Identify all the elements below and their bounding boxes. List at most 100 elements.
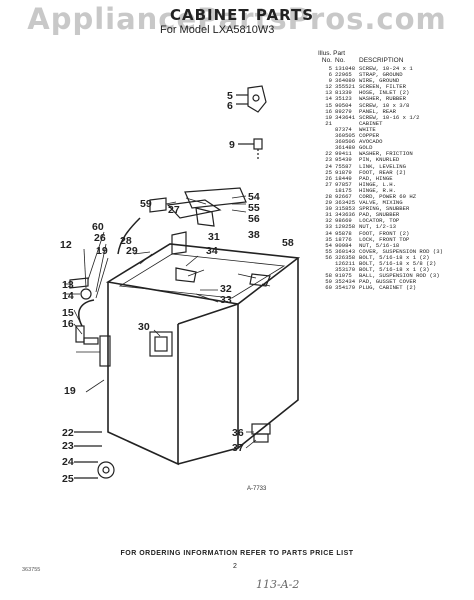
row-no: 24 [325, 162, 332, 170]
callout-23: 23 [62, 440, 74, 452]
row-part-no: 131048 [335, 65, 356, 72]
ground-strap-part [236, 85, 267, 113]
row-part-no: 360506 [335, 138, 356, 146]
callout-60: 60 [92, 221, 104, 233]
row-no: 59 [325, 278, 332, 286]
row-no: 6 [328, 71, 332, 79]
row-no: 33 [325, 223, 332, 231]
row-no: 55 [325, 247, 332, 255]
row-description: CABINET [359, 120, 383, 127]
row-description: HINGE, L.H. [359, 181, 396, 188]
row-description: SCREEN, FILTER [359, 84, 406, 91]
row-no: 23 [325, 156, 332, 164]
row-part-no: 18175 [335, 186, 352, 194]
row-description: LOCK, FRONT TOP [359, 236, 410, 243]
row-part-no: 360143 [335, 247, 356, 255]
callout-14: 14 [62, 290, 74, 302]
row-description: PAD, SNUBBER [359, 212, 400, 219]
row-description: SCREW, 10-16 x 1/2 [359, 114, 420, 121]
ordering-footer: FOR ORDERING INFORMATION REFER TO PARTS … [120, 550, 354, 557]
callout-56: 56 [248, 213, 260, 225]
row-description: HINGE, R.H. [359, 187, 396, 194]
row-part-no: 81339 [335, 89, 352, 97]
callout-59: 59 [140, 198, 152, 210]
row-part-no: 95878 [335, 229, 352, 237]
row-no: 29 [325, 199, 332, 207]
row-part-no: 352434 [335, 278, 356, 286]
row-no: 15 [325, 101, 332, 109]
row-no: 9 [328, 77, 332, 85]
header-no: No. [321, 57, 332, 64]
callout-37: 37 [232, 442, 244, 454]
row-part-no: 91075 [335, 272, 352, 280]
row-part-no: 354179 [335, 284, 356, 292]
row-description: CORD, POWER 60 HZ [359, 193, 417, 200]
row-description: FOOT, FRONT (2) [359, 230, 410, 237]
header-part-no: No. [335, 57, 346, 64]
row-part-no: 98669 [335, 217, 352, 225]
row-description: WHITE [359, 126, 376, 133]
callout-29: 29 [126, 245, 138, 257]
row-part-no: 355521 [335, 83, 356, 91]
table-header-top: Illus. Part [318, 50, 466, 57]
callout-55: 55 [248, 202, 260, 214]
row-no: 12 [325, 83, 332, 91]
row-description: HOSE, INLET (2) [359, 90, 410, 97]
callout-16: 16 [62, 318, 74, 330]
callout-6: 6 [227, 100, 233, 112]
row-no: 30 [325, 205, 332, 213]
row-part-no: 326358 [335, 253, 356, 261]
row-no: 56 [325, 253, 332, 261]
row-description: AVOCADO [359, 139, 383, 146]
page-title: CABINET PARTS [170, 6, 315, 24]
row-part-no: 120258 [335, 223, 356, 231]
row-no: 5 [328, 65, 332, 72]
row-part-no: 343636 [335, 211, 356, 219]
row-description: WIRE, GROUND [359, 78, 400, 85]
row-part-no: 99411 [335, 150, 352, 158]
art-code: A-7733 [247, 486, 267, 492]
ground-wire-part [238, 138, 263, 160]
row-description: COPPER [359, 133, 380, 140]
row-description: WASHER, FRICTION [359, 151, 413, 158]
row-part-no: 75587 [335, 162, 352, 170]
row-description: BALL, SUSPENSION ROD (3) [359, 273, 440, 280]
callout-24: 24 [62, 456, 74, 468]
row-description: SPRING, SNUBBER [359, 206, 410, 213]
row-description: WASHER, RUBBER [359, 96, 406, 103]
callout-34: 34 [206, 245, 218, 257]
row-part-no: 353170 [335, 266, 356, 274]
reference-code: 363755 [22, 567, 41, 573]
row-description: COVER, SUSPENSION ROD (3) [359, 248, 443, 255]
callout-36: 36 [232, 427, 244, 439]
row-description: STRAP, GROUND [359, 72, 403, 79]
callout-38: 38 [248, 229, 260, 241]
callout-28: 28 [120, 235, 132, 247]
row-description: BOLT, 5/16-18 x 5/8 (2) [359, 261, 437, 267]
row-no: 14 [325, 95, 332, 103]
